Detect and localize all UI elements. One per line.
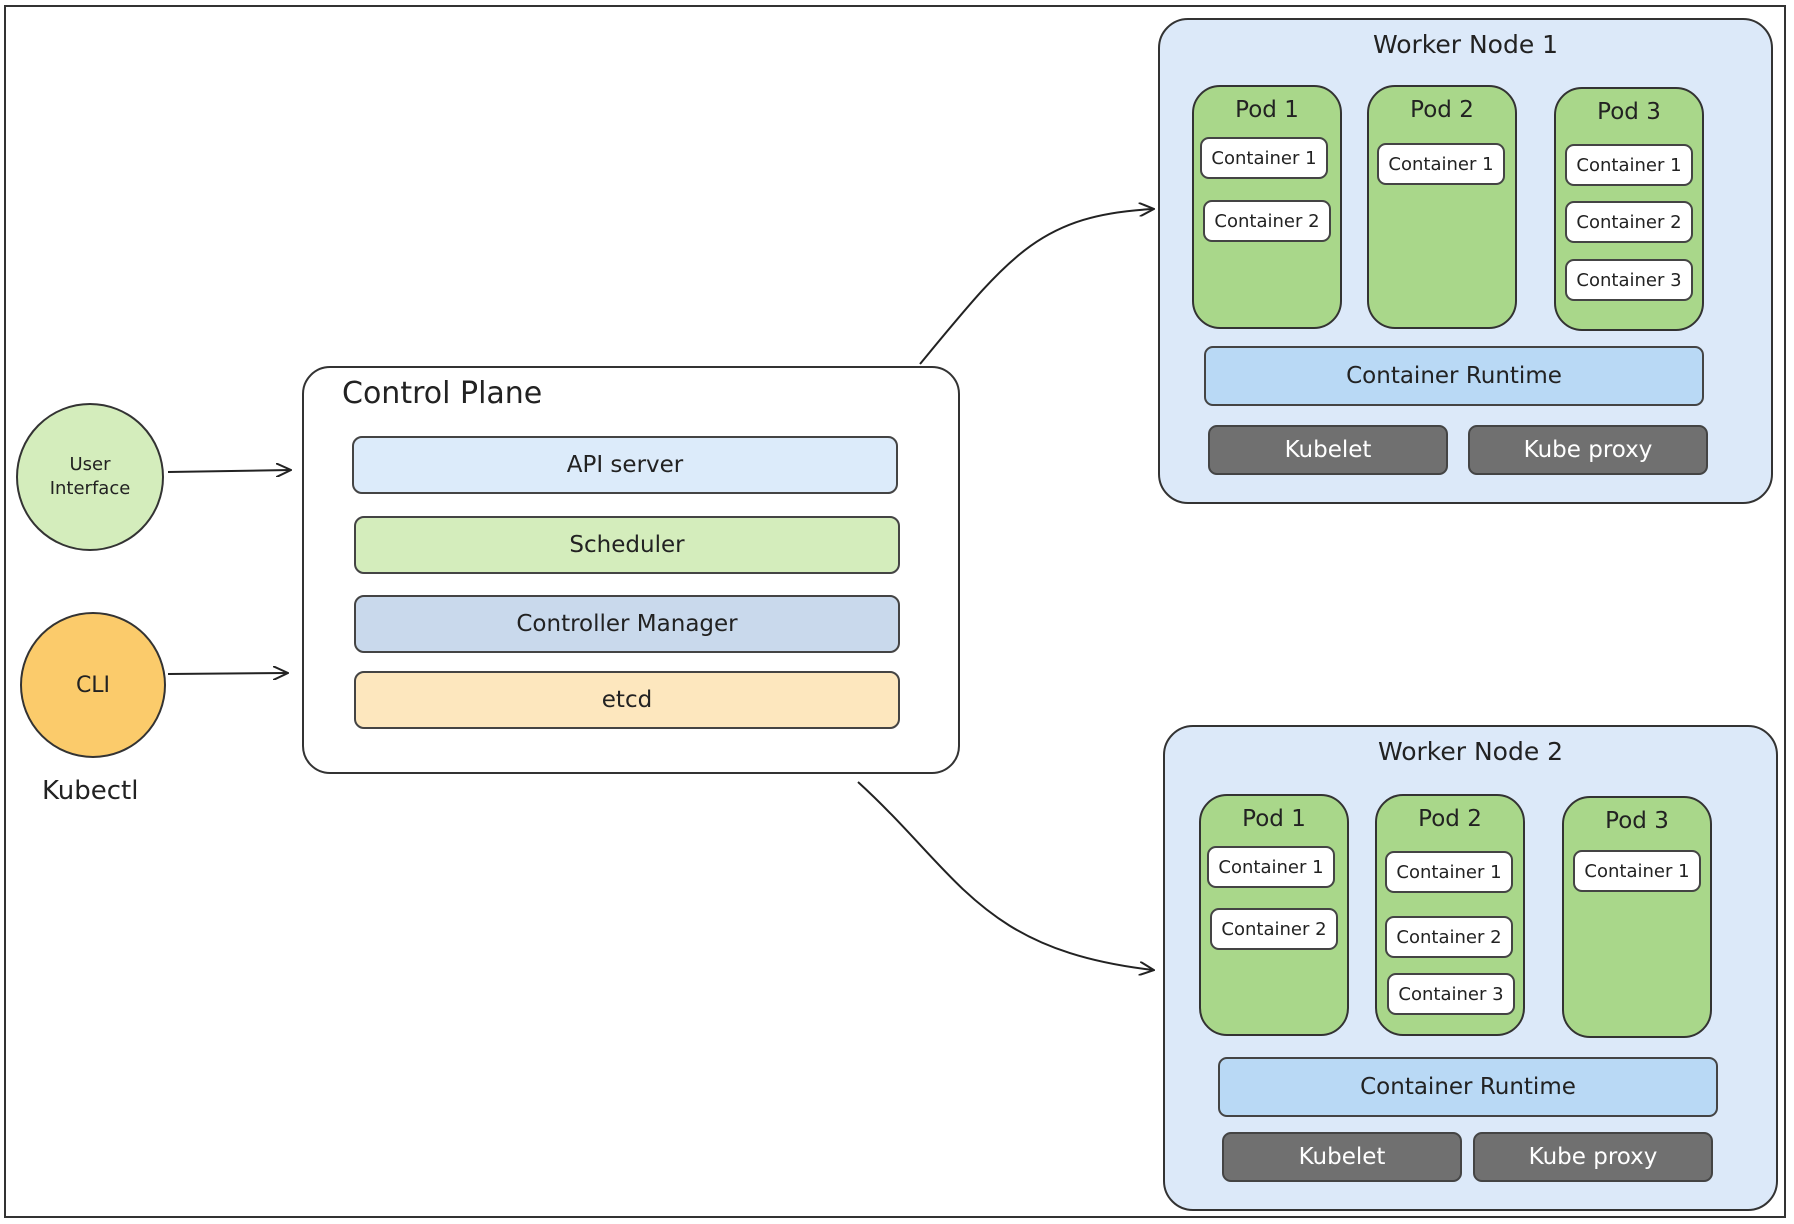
container-box: Container 3 bbox=[1565, 259, 1693, 301]
api-server-box: API server bbox=[352, 436, 898, 494]
node-1-pod-3: Pod 3 Container 1 Container 2 Container … bbox=[1554, 87, 1704, 331]
kubelet-box: Kubelet bbox=[1222, 1132, 1462, 1182]
node-2-pod-2: Pod 2 Container 1 Container 2 Container … bbox=[1375, 794, 1525, 1036]
kube-proxy-box: Kube proxy bbox=[1468, 425, 1708, 475]
container-box: Container 3 bbox=[1387, 973, 1515, 1015]
container-box: Container 1 bbox=[1377, 143, 1505, 185]
worker-node-2: Worker Node 2 Pod 1 Container 1 Containe… bbox=[1163, 725, 1778, 1211]
controller-manager-box: Controller Manager bbox=[354, 595, 900, 653]
container-box: Container 1 bbox=[1565, 144, 1693, 186]
control-plane-title: Control Plane bbox=[342, 376, 543, 411]
arrow-control-plane-to-node-1 bbox=[919, 209, 1153, 365]
container-box: Container 1 bbox=[1573, 850, 1701, 892]
pod-title: Pod 2 bbox=[1410, 97, 1474, 123]
container-runtime-box: Container Runtime bbox=[1204, 346, 1704, 406]
user-interface-label: User Interface bbox=[49, 454, 131, 499]
container-box: Container 1 bbox=[1207, 846, 1335, 888]
container-runtime-box: Container Runtime bbox=[1218, 1057, 1718, 1117]
arrow-ui-to-control-plane bbox=[167, 470, 290, 472]
cli-client: CLI bbox=[20, 612, 166, 758]
pod-title: Pod 3 bbox=[1597, 99, 1661, 125]
kubelet-box: Kubelet bbox=[1208, 425, 1448, 475]
worker-node-2-title: Worker Node 2 bbox=[1377, 737, 1564, 766]
scheduler-box: Scheduler bbox=[354, 516, 900, 574]
pod-title: Pod 1 bbox=[1242, 806, 1306, 832]
cli-label: CLI bbox=[75, 672, 111, 698]
container-box: Container 1 bbox=[1200, 137, 1328, 179]
diagram-frame bbox=[4, 5, 1786, 1218]
node-2-pod-1: Pod 1 Container 1 Container 2 bbox=[1199, 794, 1349, 1036]
container-box: Container 2 bbox=[1565, 201, 1693, 243]
container-box: Container 2 bbox=[1203, 200, 1331, 242]
node-1-pod-2: Pod 2 Container 1 bbox=[1367, 85, 1517, 329]
node-2-pod-3: Pod 3 Container 1 bbox=[1562, 796, 1712, 1038]
container-box: Container 2 bbox=[1210, 908, 1338, 950]
control-plane-panel: Control Plane API server Scheduler Contr… bbox=[302, 366, 960, 774]
arrow-control-plane-to-node-2 bbox=[857, 781, 1153, 970]
container-box: Container 2 bbox=[1385, 916, 1513, 958]
user-interface-client: User Interface bbox=[16, 403, 164, 551]
worker-node-1: Worker Node 1 Pod 1 Container 1 Containe… bbox=[1158, 18, 1773, 504]
kube-proxy-box: Kube proxy bbox=[1473, 1132, 1713, 1182]
etcd-box: etcd bbox=[354, 671, 900, 729]
pod-title: Pod 2 bbox=[1418, 806, 1482, 832]
worker-node-1-title: Worker Node 1 bbox=[1372, 30, 1559, 59]
arrow-cli-to-control-plane bbox=[167, 673, 287, 674]
node-1-pod-1: Pod 1 Container 1 Container 2 bbox=[1192, 85, 1342, 329]
pod-title: Pod 3 bbox=[1605, 808, 1669, 834]
kubectl-caption: Kubectl bbox=[42, 776, 139, 806]
container-box: Container 1 bbox=[1385, 851, 1513, 893]
pod-title: Pod 1 bbox=[1235, 97, 1299, 123]
